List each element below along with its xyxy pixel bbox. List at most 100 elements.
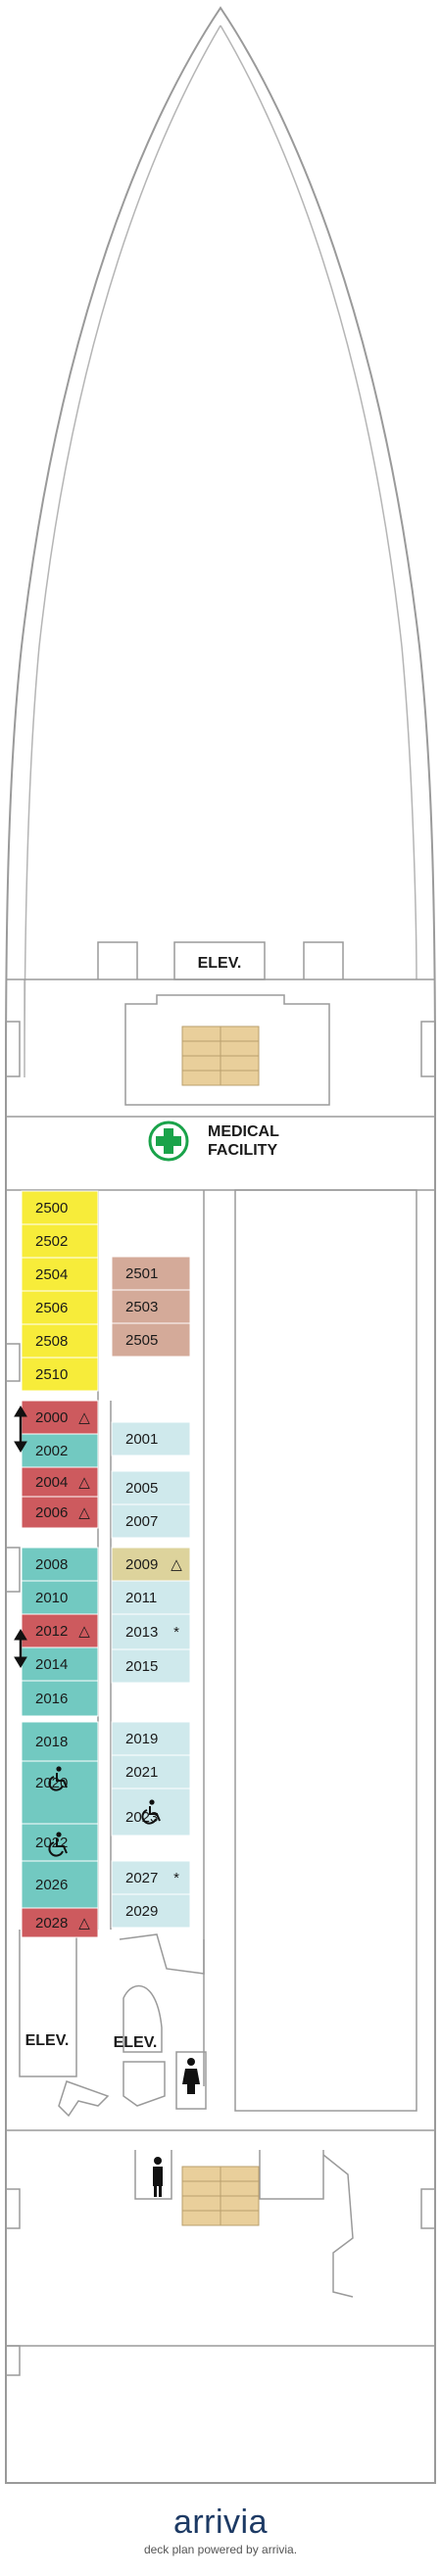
cabin-box[interactable]: [111, 1893, 191, 1929]
cabin-box[interactable]: [21, 1496, 99, 1529]
triangle-icon: △: [171, 1556, 182, 1573]
triangle-icon: △: [78, 1409, 90, 1426]
wheelchair-icon: [48, 1832, 68, 1857]
cabin-2012[interactable]: 2012 △: [21, 1613, 99, 1648]
cabin-number: 2503: [125, 1299, 158, 1315]
cabin-box[interactable]: [21, 1357, 99, 1392]
cabin-2009[interactable]: 2009 △: [111, 1547, 191, 1582]
connecting-arrow-icon: [14, 1629, 27, 1668]
brand-logo[interactable]: arrivia: [172, 2504, 269, 2541]
cabin-number: 2000: [35, 1409, 68, 1426]
cabin-2029[interactable]: 2029: [111, 1893, 191, 1929]
footer: arrivia deck plan powered by arrivia.: [0, 2503, 441, 2557]
cabin-2028[interactable]: 2028 △: [21, 1907, 99, 1938]
cabin-2010[interactable]: 2010: [21, 1580, 99, 1615]
cabin-box[interactable]: [21, 1223, 99, 1259]
cabin-2006[interactable]: 2006 △: [21, 1496, 99, 1529]
cabin-number: 2009: [125, 1556, 158, 1573]
cabin-box[interactable]: [111, 1503, 191, 1539]
cabin-2502[interactable]: 2502: [21, 1223, 99, 1259]
cabin-2011[interactable]: 2011: [111, 1580, 191, 1615]
cabin-box[interactable]: [111, 1613, 191, 1650]
triangle-icon: △: [78, 1504, 90, 1521]
cabin-2007[interactable]: 2007: [111, 1503, 191, 1539]
cabin-2505[interactable]: 2505: [111, 1322, 191, 1358]
cabin-number: 2028: [35, 1915, 68, 1932]
cabin-box[interactable]: [21, 1860, 99, 1909]
cabin-number: 2508: [35, 1333, 68, 1350]
cabin-number: 2504: [35, 1266, 68, 1283]
cabin-box[interactable]: [111, 1721, 191, 1756]
cabin-2504[interactable]: 2504: [21, 1257, 99, 1292]
triangle-icon: △: [78, 1623, 90, 1640]
cabin-box[interactable]: [21, 1433, 99, 1468]
cabin-2018[interactable]: 2018: [21, 1721, 99, 1762]
medical-label-line2: FACILITY: [208, 1142, 277, 1159]
cabin-number: 2012: [35, 1623, 68, 1640]
connecting-arrow-icon: [14, 1406, 27, 1453]
footer-tagline: deck plan powered by arrivia.: [143, 2543, 298, 2556]
cabin-2016[interactable]: 2016: [21, 1680, 99, 1717]
cabin-box[interactable]: [111, 1470, 191, 1505]
cabin-2503[interactable]: 2503: [111, 1289, 191, 1324]
cabin-box[interactable]: [21, 1907, 99, 1938]
cabin-box[interactable]: [111, 1322, 191, 1358]
cabin-box[interactable]: [111, 1860, 191, 1895]
cabin-number: 2505: [125, 1332, 158, 1349]
cabin-2506[interactable]: 2506: [21, 1290, 99, 1325]
cabin-2021[interactable]: 2021: [111, 1754, 191, 1789]
cabin-number: 2029: [125, 1903, 158, 1920]
restroom-icon: [153, 2157, 163, 2197]
cabin-number: 2020: [35, 1775, 68, 1791]
cabin-blocks: 2500 2502 2504 2506 2508 2510 2501 2503 2505 2000…: [21, 1190, 191, 1938]
cabin-box[interactable]: [21, 1680, 99, 1717]
cabin-2019[interactable]: 2019: [111, 1721, 191, 1756]
cabin-number: 2010: [35, 1590, 68, 1606]
restroom-icon: [182, 2058, 200, 2094]
cabin-number: 2001: [125, 1431, 158, 1448]
cabin-2508[interactable]: 2508: [21, 1323, 99, 1359]
cabin-2001[interactable]: 2001: [111, 1421, 191, 1456]
cabin-number: 2510: [35, 1366, 68, 1383]
stairwell-forward: [181, 1026, 260, 1086]
cabin-2501[interactable]: 2501: [111, 1256, 191, 1291]
cabin-2510[interactable]: 2510: [21, 1357, 99, 1392]
cabin-2020[interactable]: 2020: [21, 1760, 99, 1825]
cabin-2000[interactable]: 2000 △: [21, 1400, 99, 1435]
cabin-2004[interactable]: 2004△: [21, 1466, 99, 1498]
wheelchair-icon: [48, 1766, 68, 1791]
cabin-box[interactable]: [111, 1421, 191, 1456]
cabin-2027[interactable]: 2027*: [111, 1860, 191, 1895]
cabin-2005[interactable]: 2005: [111, 1470, 191, 1505]
cabin-box[interactable]: [111, 1289, 191, 1324]
cabin-box[interactable]: [111, 1547, 191, 1582]
cabin-2014[interactable]: 2014: [21, 1646, 99, 1682]
cabin-2008[interactable]: 2008: [21, 1547, 99, 1582]
triangle-icon: △: [78, 1915, 90, 1932]
cabin-2013[interactable]: 2013 *: [111, 1613, 191, 1650]
cabin-number: 2501: [125, 1265, 158, 1282]
cabin-number: 2018: [35, 1734, 68, 1750]
cabin-box[interactable]: [21, 1547, 99, 1582]
cabin-number: 2006: [35, 1504, 68, 1521]
cabin-2015[interactable]: 2015: [111, 1648, 191, 1684]
medical-facility: MEDICAL FACILITY: [148, 1121, 279, 1162]
cabin-number: 2019: [125, 1731, 158, 1747]
cabin-2500[interactable]: 2500: [21, 1190, 99, 1225]
cabin-number: 2506: [35, 1300, 68, 1316]
cabin-box[interactable]: [21, 1580, 99, 1615]
cabin-box[interactable]: [111, 1256, 191, 1291]
cabin-2002[interactable]: 2002: [21, 1433, 99, 1468]
wheelchair-icon: [141, 1799, 161, 1825]
cabin-2026[interactable]: 2026: [21, 1860, 99, 1909]
cabin-number: 2500: [35, 1200, 68, 1216]
cabin-box[interactable]: [111, 1648, 191, 1684]
cabin-number: 2004: [35, 1474, 68, 1491]
cabin-box[interactable]: [111, 1754, 191, 1789]
asterisk-icon: *: [173, 1624, 179, 1641]
cabin-box[interactable]: [21, 1290, 99, 1325]
cabin-box[interactable]: [21, 1721, 99, 1762]
cabin-box[interactable]: [21, 1323, 99, 1359]
cabin-number: 2013: [125, 1624, 158, 1641]
cabin-box[interactable]: [21, 1257, 99, 1292]
